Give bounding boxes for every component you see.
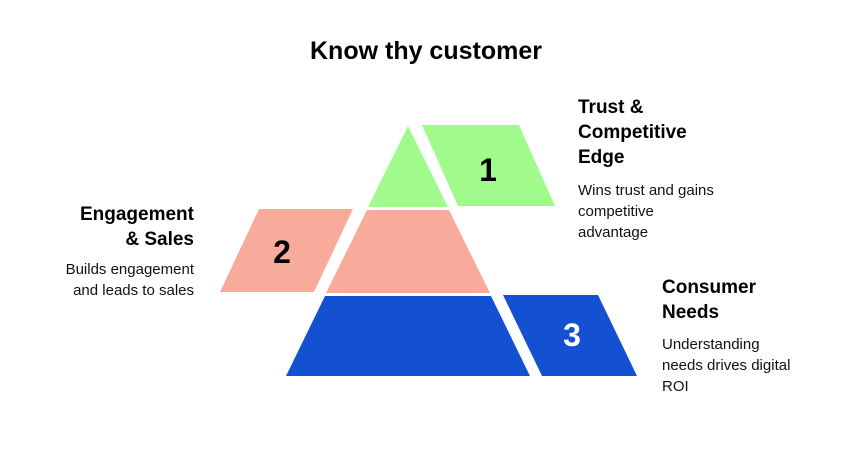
diagram-title: Know thy customer — [310, 37, 542, 65]
level-1-label: Trust & Competitive Edge Wins trust and … — [578, 95, 733, 243]
pyramid-level-2-segment — [326, 210, 490, 293]
pyramid-level-2-tab — [220, 209, 353, 292]
level-2-label: Engagement & Sales Builds engagement and… — [30, 202, 194, 301]
level-2-heading: Engagement & Sales — [79, 204, 194, 250]
pyramid-level-1-tab — [422, 125, 555, 206]
pyramid-level-3-number: 3 — [563, 317, 581, 353]
level-1-description: Wins trust and gains competitive advanta… — [578, 182, 714, 241]
pyramid-level-2-number: 2 — [273, 234, 291, 270]
pyramid-level-3-tab — [503, 295, 637, 376]
level-2-description: Builds engagement and leads to sales — [65, 261, 194, 299]
pyramid-level-1-segment — [368, 126, 448, 207]
level-3-heading: Consumer Needs — [662, 277, 756, 323]
level-3-label: Consumer Needs Understanding needs drive… — [662, 275, 817, 397]
level-1-heading: Trust & Competitive Edge — [578, 97, 687, 168]
pyramid-level-1-number: 1 — [479, 152, 497, 188]
pyramid-level-3-segment — [286, 296, 530, 376]
level-3-description: Understanding needs drives digital ROI — [662, 336, 791, 395]
